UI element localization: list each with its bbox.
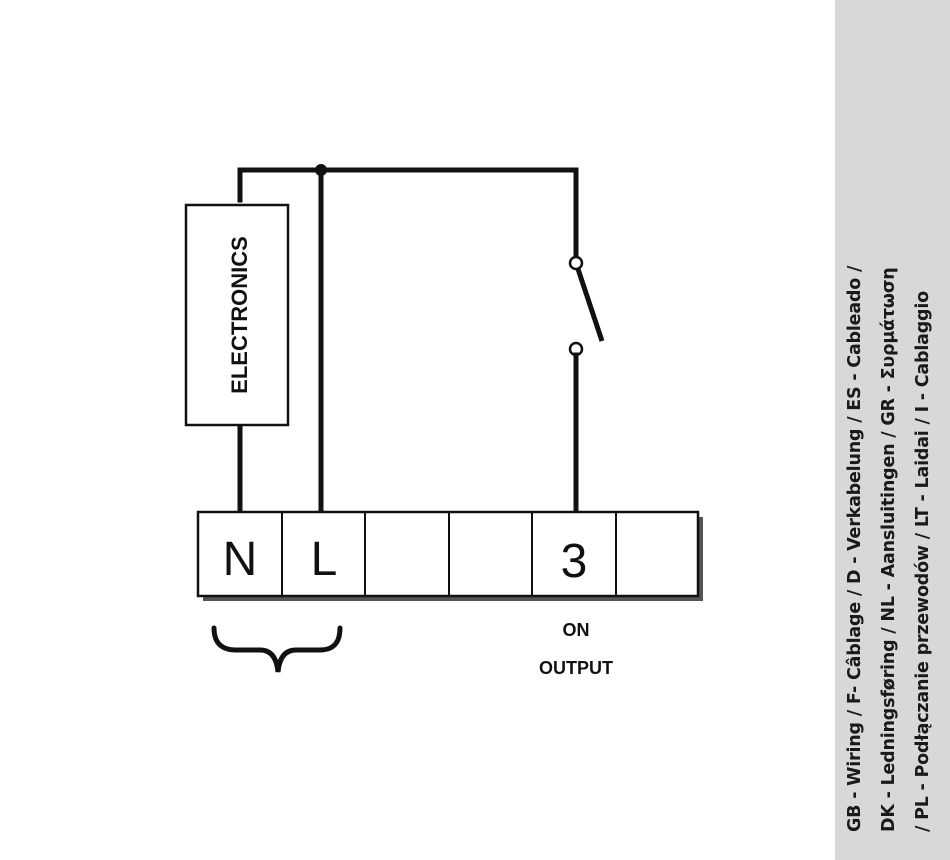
language-line-2: DK - Ledningsføring / NL - Aansluitingen… (879, 267, 899, 832)
output-label-on: ON (563, 620, 590, 640)
terminal-n-label: N (223, 533, 258, 586)
language-line-1: GB - Wiring / F- Câblage / D - Verkabelu… (845, 266, 865, 832)
wire-top (240, 170, 576, 258)
output-label-output: OUTPUT (539, 658, 613, 678)
supply-brace (214, 628, 340, 672)
switch-lever (578, 269, 602, 341)
electronics-label: ELECTRONICS (227, 236, 252, 394)
terminal-output-label: 3 (561, 535, 588, 588)
switch-contact-top (570, 257, 582, 269)
language-line-3: / PL - Podłączanie przewodów / LT - Laid… (913, 291, 933, 832)
wiring-diagram: ELECTRONICS N L 3 ON OUTPUT (0, 0, 830, 860)
terminal-l-label: L (311, 533, 338, 586)
language-side-panel: GB - Wiring / F- Câblage / D - Verkabelu… (835, 0, 950, 860)
